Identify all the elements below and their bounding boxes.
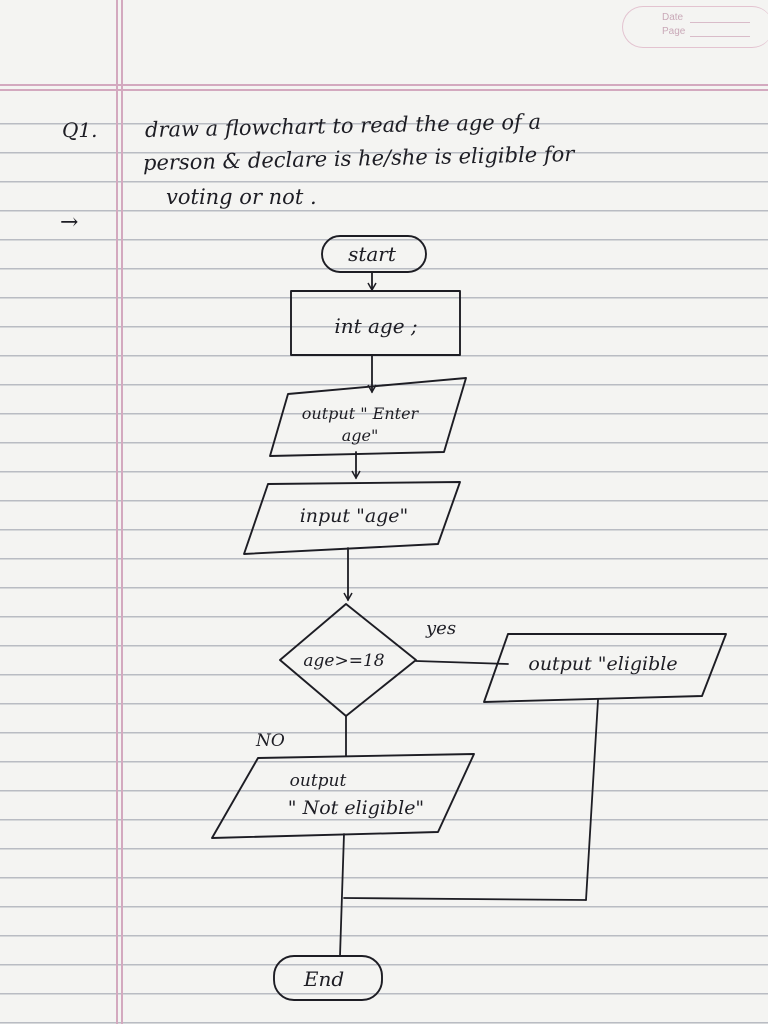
connector-merge-line [343, 897, 587, 901]
decision-label: age>=18 [303, 651, 384, 671]
prompt-label-line-2: age" [342, 426, 379, 445]
end-terminal [273, 955, 383, 1001]
eligible-label: output "eligible [528, 653, 677, 675]
input-parallelogram [243, 481, 461, 555]
not-eligible-label-line-1: output [290, 771, 347, 791]
input-label: input "age" [300, 505, 409, 527]
connector-to-end [339, 833, 345, 957]
header-line [0, 84, 768, 86]
connector-yes-branch [415, 660, 509, 665]
prompt-output-parallelogram [269, 377, 467, 457]
no-label: NO [255, 731, 285, 751]
page-label: Page [662, 26, 686, 37]
declare-label: int age ; [334, 314, 417, 338]
margin-line [121, 0, 123, 1024]
header-line [0, 89, 768, 91]
date-rule [690, 22, 750, 23]
question-number: Q1. [62, 118, 98, 142]
declare-process-box [290, 290, 461, 356]
yes-label: yes [425, 618, 456, 639]
margin-line [116, 0, 118, 1024]
start-terminal [321, 235, 427, 273]
not-eligible-output-parallelogram [211, 753, 475, 839]
eligible-output-parallelogram [483, 633, 727, 703]
start-label: start [348, 242, 397, 266]
connector-eligible-down [585, 699, 599, 901]
end-label: End [303, 967, 344, 991]
date-label: Date [662, 12, 684, 23]
question-line-3: voting or not . [166, 185, 317, 209]
not-eligible-label-line-2: " Not eligible" [288, 797, 424, 819]
answer-arrow-icon: → [60, 210, 79, 235]
date-page-box [622, 6, 768, 48]
prompt-label-line-1: output " Enter [302, 404, 420, 423]
page-rule [690, 36, 750, 37]
